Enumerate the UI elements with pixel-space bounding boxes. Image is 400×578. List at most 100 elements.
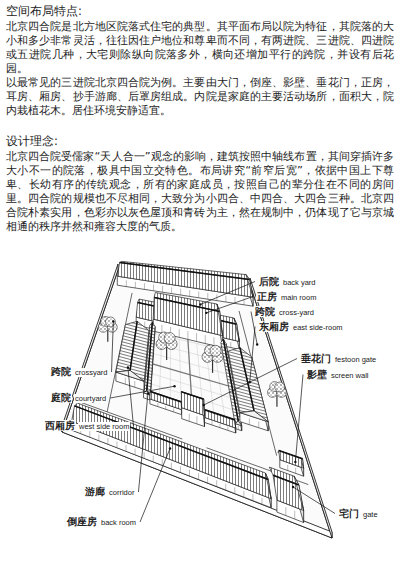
callout-label: 倒座房 (66, 516, 98, 527)
roof-ridge (75, 406, 269, 480)
callout-label: corridor (108, 488, 135, 497)
window-mark (198, 292, 199, 298)
tree-crown (210, 345, 221, 356)
section-heading: 空间布局特点: (6, 4, 82, 18)
leader-dot (199, 303, 201, 305)
roof-ridge (150, 392, 181, 402)
window-mark (216, 480, 217, 486)
window-mark (189, 414, 190, 422)
leader-line (140, 448, 170, 522)
house (228, 348, 268, 431)
window-mark (144, 452, 145, 458)
leader-dot (173, 385, 175, 387)
roof (136, 303, 154, 322)
window-mark (189, 290, 190, 296)
tree-trunk (166, 347, 167, 360)
callout-label: 宅门 (338, 508, 360, 519)
window-mark (219, 424, 220, 428)
leader-line (128, 367, 134, 426)
window-mark (153, 285, 154, 291)
window-mark (162, 459, 163, 465)
callout-label: 东厢房 (258, 321, 290, 332)
tree (98, 317, 117, 342)
gable (234, 318, 240, 342)
tree-trunk (107, 330, 108, 342)
leader-dot (127, 366, 129, 368)
window-mark (165, 406, 166, 410)
leader-line (110, 386, 174, 398)
window-mark (198, 473, 199, 479)
leader-dot (205, 312, 207, 314)
window-mark (173, 408, 174, 412)
roof-ridge (154, 297, 219, 311)
tree-crown (106, 317, 116, 327)
house (203, 409, 235, 433)
roof-ridge (204, 410, 235, 420)
leader-line (138, 393, 148, 492)
window-mark (161, 325, 162, 333)
paragraph: 北京四合院受儒家“天人合一”观念的影响，建筑按照中轴线布置，其间穿插许多大小不一… (6, 150, 394, 234)
house (72, 403, 271, 508)
callout-label: back yard (282, 278, 317, 287)
window-mark (294, 511, 295, 519)
callout-label: festoon gate (334, 355, 377, 364)
roof (153, 297, 222, 335)
leader-dot (292, 486, 294, 488)
house (269, 467, 303, 522)
roof-ridge (220, 321, 237, 325)
window-mark (287, 465, 288, 471)
gable (265, 473, 271, 499)
window-mark (234, 487, 235, 493)
window-mark (295, 468, 296, 474)
window-mark (135, 449, 136, 455)
gable (246, 275, 253, 298)
window-mark (157, 403, 158, 407)
window-mark (249, 418, 250, 424)
window-mark (125, 378, 126, 384)
gable (294, 476, 304, 510)
callout-label: 后院 (258, 276, 280, 287)
roof (273, 475, 304, 510)
roof-ridge (138, 302, 155, 306)
roof (181, 392, 204, 416)
window-mark (212, 421, 213, 425)
window-mark (207, 477, 208, 483)
callout-label: gate (362, 510, 379, 519)
section-heading: 设计理念: (6, 134, 58, 148)
callout-label: 跨院 (254, 306, 276, 317)
roof-ridge (279, 450, 303, 458)
leader-dot (256, 343, 258, 345)
roof-ridge (130, 321, 137, 370)
tree (267, 382, 286, 407)
leader-dot (203, 404, 205, 406)
window-mark (171, 287, 172, 293)
callout-label: 庭院 (50, 392, 72, 403)
leader-line (293, 487, 335, 514)
window-mark (227, 427, 228, 431)
callout-label: east side-room (292, 323, 344, 332)
window-mark (171, 463, 172, 469)
window-mark (189, 470, 190, 476)
house (150, 391, 182, 414)
roof (75, 403, 269, 479)
house (116, 321, 149, 390)
tree-trunk (212, 360, 213, 373)
roof (150, 392, 182, 410)
callout-label: 正房 (256, 291, 278, 302)
callout-label: crossyard (74, 368, 109, 377)
leader-line (295, 375, 303, 462)
tree-crown (164, 333, 175, 344)
roof-ridge (181, 392, 203, 399)
compound (62, 264, 332, 538)
window-mark (258, 421, 259, 427)
window-mark (196, 333, 197, 341)
tree (202, 345, 223, 373)
roof (220, 321, 239, 342)
roof (72, 406, 271, 499)
callout-label: main room (280, 293, 317, 302)
roof-ridge (120, 263, 250, 280)
leader-dot (112, 320, 114, 322)
window-mark (180, 289, 181, 295)
leader-line (250, 327, 255, 383)
leader-line (206, 297, 253, 313)
